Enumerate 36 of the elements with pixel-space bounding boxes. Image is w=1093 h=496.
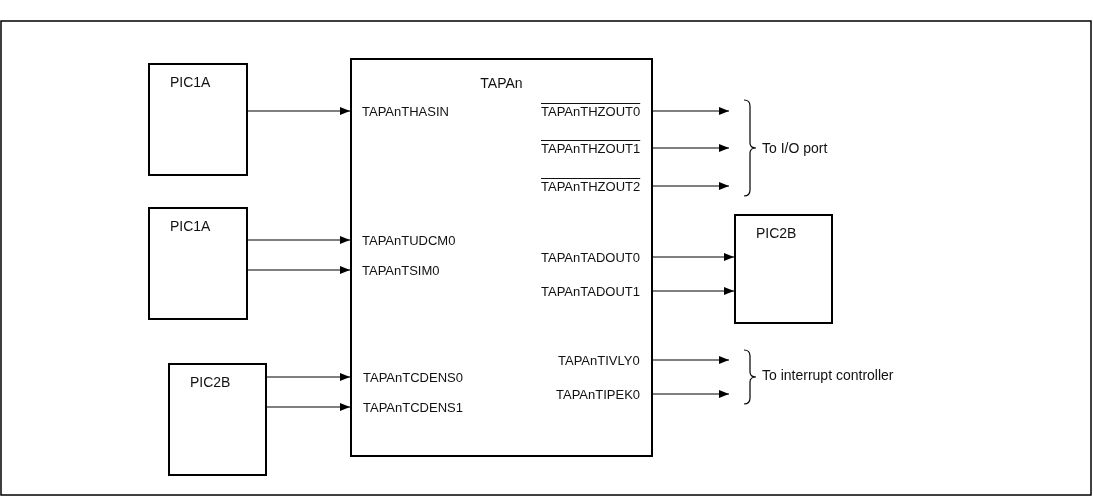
arrow xyxy=(247,266,351,274)
arrow xyxy=(247,107,351,115)
pin-name: TAPAnTHZOUT1 xyxy=(541,140,641,156)
arrow xyxy=(652,390,730,398)
block-title: PIC1A xyxy=(170,74,211,90)
block-title: PIC1A xyxy=(170,218,211,234)
destination-note: To interrupt controller xyxy=(762,367,894,383)
block-title: TAPAn xyxy=(480,75,523,91)
arrow xyxy=(266,373,351,381)
pin-name: TAPAnTUDCM0 xyxy=(362,232,456,248)
pin-name: TAPAnTADOUT1 xyxy=(541,283,640,299)
module-block xyxy=(350,58,653,457)
arrow xyxy=(652,287,735,295)
pin-name: TAPAnTHZOUT2 xyxy=(541,178,641,194)
block-title: PIC2B xyxy=(756,225,797,241)
block-title: PIC2B xyxy=(190,374,231,390)
arrow xyxy=(652,144,730,152)
pin-name: TAPAnTHASIN xyxy=(362,103,449,119)
arrow xyxy=(652,253,735,261)
pin-name: TAPAnTHZOUT0 xyxy=(541,103,641,119)
pin-name: TAPAnTCDENS1 xyxy=(363,399,463,415)
arrow xyxy=(266,403,351,411)
arrow xyxy=(247,236,351,244)
pin-name: TAPAnTCDENS0 xyxy=(363,369,463,385)
arrow xyxy=(652,356,730,364)
destination-note: To I/O port xyxy=(762,140,828,156)
arrow xyxy=(652,107,730,115)
pin-name: TAPAnTIPEK0 xyxy=(556,386,641,402)
pin-name: TAPAnTSIM0 xyxy=(362,262,440,278)
block-box xyxy=(148,207,248,320)
pin-name: TAPAnTIVLY0 xyxy=(558,352,640,368)
block-box xyxy=(168,363,267,476)
pin-name: TAPAnTADOUT0 xyxy=(541,249,640,265)
arrow xyxy=(652,182,730,190)
block-box xyxy=(734,214,833,324)
block-box xyxy=(148,63,248,176)
